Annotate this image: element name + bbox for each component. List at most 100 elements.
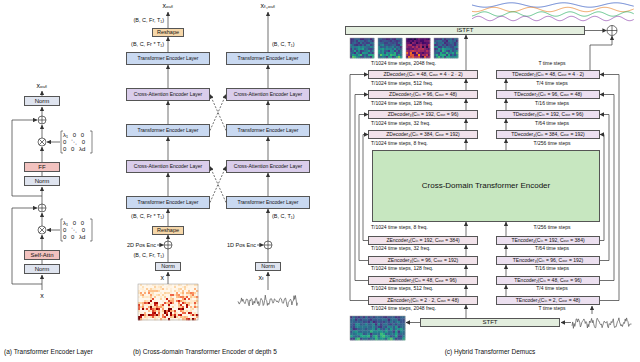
- matrix-row: λ₁ 0 0: [63, 220, 84, 227]
- add-symbol: [607, 26, 617, 36]
- resolution-label: T/64 time steps: [535, 246, 569, 252]
- cross-attention-box: Cross-Attention Encoder Layer: [226, 88, 310, 101]
- wire: [561, 322, 571, 323]
- wire: [42, 213, 43, 226]
- node-label: TDecoder₄(Cᵢₙ = 384, Cₒᵤₜ = 192): [511, 132, 584, 138]
- node-label: Cross-Attention Encoder Layer: [134, 92, 202, 98]
- decoder-box: TDecoder₃(Cᵢₙ = 192, Cₒᵤₜ = 96): [496, 110, 600, 119]
- node-label: Norm: [35, 98, 50, 105]
- output-waveform: [472, 7, 634, 11]
- decoder-box: ZDecoder₂(Cᵢₙ = 96, Cₒᵤₜ = 48): [368, 90, 478, 99]
- wire: [585, 30, 607, 31]
- multiply-symbol: [38, 138, 46, 146]
- output-waveform: [472, 16, 634, 20]
- resolution-label: T/1024 time steps, 2048 freq.: [371, 61, 436, 67]
- node-label: TEncoder₂(Cᵢₙ = 48, Cₒᵤₜ = 96): [514, 278, 582, 284]
- flow-arrow: [506, 79, 507, 90]
- transformer-layer-box: Transformer Encoder Layer: [126, 124, 210, 137]
- wire: [168, 12, 169, 28]
- node-label: Transformer Encoder Layer: [238, 56, 299, 62]
- flow-arrow: [506, 285, 507, 296]
- resolution-label: T/1024 time steps, 8 freq.: [371, 141, 428, 147]
- skip-connection: [363, 135, 368, 241]
- resolution-label: T/64 time steps: [535, 121, 569, 127]
- encoder-box: TEncoder₃(Cᵢₙ = 96, Cₒᵤₜ = 192): [496, 256, 600, 265]
- node-label: TEncoder₄(Cᵢₙ = 192, Cₒᵤₜ = 384): [511, 238, 584, 244]
- flow-arrow: [466, 222, 467, 236]
- flow-arrow: [268, 65, 269, 88]
- flow-arrow: [506, 265, 507, 276]
- node-label: ZEncoder₃(Cᵢₙ = 96, Cₒᵤₜ = 192): [388, 258, 458, 264]
- flow-arrow: [168, 65, 169, 88]
- norm-box: Norm: [155, 262, 181, 271]
- skip-connection: [600, 95, 614, 281]
- wire: [42, 187, 43, 204]
- resolution-label: T/16 time steps: [535, 266, 569, 272]
- matrix-row: 0 ⋱ 0: [63, 139, 85, 146]
- node-label: TEncoder₃(Cᵢₙ = 96, Cₒᵤₜ = 192): [513, 258, 583, 264]
- decoder-box: TDecoder₄(Cᵢₙ = 384, Cₒᵤₜ = 192): [496, 130, 600, 139]
- skip-connection: [600, 115, 609, 261]
- wire: [268, 272, 269, 290]
- self-attention-box: Self-Attn: [24, 250, 60, 260]
- cross-attention-box: Cross-Attention Encoder Layer: [226, 160, 310, 173]
- flow-arrow: [506, 119, 507, 130]
- resolution-label: T/1024 time steps, 32 freq.: [371, 246, 430, 252]
- encoder-box: ZEncoder₄(Cᵢₙ = 192, Cₒᵤₜ = 384): [368, 236, 478, 245]
- spectrogram-image: [378, 38, 402, 58]
- decoder-box: TDecoder₁(Cᵢₙ = 48, Cₒᵤₜ = 4 · 2): [496, 70, 600, 79]
- wire: [47, 230, 60, 231]
- shape-label: (B, C, T₁): [272, 213, 295, 219]
- cross-attention-link: [210, 95, 226, 131]
- shape-label: (B, C, Fr * T₁): [131, 41, 164, 47]
- flow-arrow: [506, 139, 507, 150]
- flow-arrow: [466, 35, 467, 70]
- node-label: ZDecoder₄(Cᵢₙ = 384, Cₒᵤₜ = 192): [386, 132, 459, 138]
- encoder-box: ZEncoder₂(Cᵢₙ = 48, Cₒᵤₜ = 96): [368, 276, 478, 285]
- resolution-label: T time steps: [538, 306, 565, 312]
- resolution-label: T/256 time steps: [534, 141, 571, 147]
- flow-arrow: [506, 99, 507, 110]
- resolution-label: T/1024 time steps, 32 freq.: [371, 121, 430, 127]
- wire: [406, 322, 420, 323]
- node-label: TDecoder₁(Cᵢₙ = 48, Cₒᵤₜ = 4 · 2): [512, 72, 584, 78]
- wire: [157, 245, 164, 246]
- node-label: ISTFT: [457, 27, 474, 34]
- wire: [168, 272, 169, 284]
- flow-arrow: [168, 173, 169, 196]
- signal-name: x: [40, 292, 44, 300]
- node-label: ZEncoder₁(Cᵢₙ = 2 · 2, Cₒᵤₜ = 48): [387, 298, 459, 304]
- shape-label: (B, C, T₁): [272, 41, 295, 47]
- wire: [42, 125, 43, 138]
- flow-arrow: [466, 99, 467, 110]
- node-label: Transformer Encoder Layer: [138, 56, 199, 62]
- shape-label: (B, C, Fr, T₁): [134, 252, 164, 258]
- signal-name: x: [161, 274, 165, 282]
- add-symbol: [38, 116, 46, 124]
- node-label: Transformer Encoder Layer: [238, 128, 299, 134]
- node-label: Cross-Domain Transformer Encoder: [422, 182, 550, 191]
- resolution-label: T/1024 time steps, 2048 freq.: [371, 306, 436, 312]
- skip-connection: [600, 135, 604, 241]
- wire: [42, 235, 43, 250]
- flow-arrow: [168, 137, 169, 160]
- waveform-image: [238, 295, 298, 307]
- node-label: Norm: [161, 263, 174, 269]
- node-label: Cross-Attention Encoder Layer: [134, 164, 202, 170]
- feedforward-box: FF: [24, 162, 60, 172]
- signal-name: xₜ: [258, 274, 264, 282]
- flow-arrow: [268, 101, 269, 124]
- node-label: TDecoder₂(Cᵢₙ = 96, Cₒᵤₜ = 48): [514, 92, 582, 98]
- node-label: Self-Attn: [30, 252, 53, 259]
- reshape-box: Reshape: [152, 28, 184, 37]
- stft-box: STFT: [420, 318, 560, 327]
- flow-arrow: [168, 101, 169, 124]
- transformer-layer-box: Transformer Encoder Layer: [226, 196, 310, 209]
- node-label: Norm: [35, 178, 50, 185]
- flow-arrow: [466, 245, 467, 256]
- flow-arrow: [506, 222, 507, 236]
- operation-label: 1D Pos Enc: [227, 242, 256, 248]
- matrix-bracket: [61, 131, 92, 153]
- resolution-label: T/1024 time steps, 8 freq.: [371, 225, 428, 231]
- add-symbol: [164, 241, 172, 249]
